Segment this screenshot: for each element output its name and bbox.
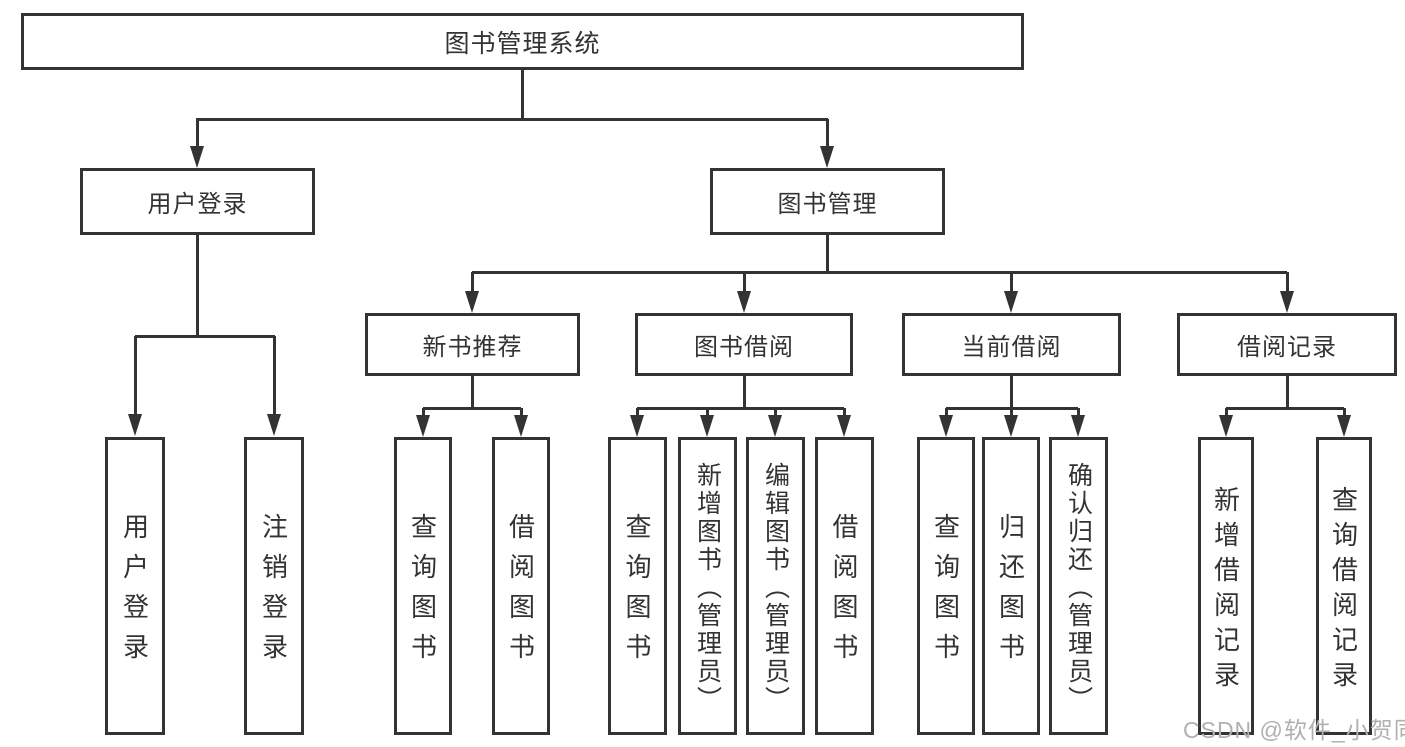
leaf-newbook-query: 查询图书 xyxy=(394,437,452,735)
connector-current-stem xyxy=(1010,376,1013,408)
arrow-down-icon xyxy=(630,415,644,437)
connector-root-to-login xyxy=(196,119,199,148)
connector-root-rail xyxy=(196,118,828,121)
leaf-newbook-borrow-label: 借阅图书 xyxy=(505,513,536,673)
connector-records-to-add xyxy=(1225,408,1228,416)
node-login-label: 用户登录 xyxy=(147,191,248,218)
leaf-user-login: 用户登录 xyxy=(105,437,165,735)
node-root-label: 图书管理系统 xyxy=(444,29,601,58)
arrow-down-icon xyxy=(1071,415,1085,437)
arrow-down-icon xyxy=(1004,415,1018,437)
leaf-records-add-label: 新增借阅记录 xyxy=(1210,485,1241,696)
arrow-down-icon xyxy=(465,291,479,313)
leaf-current-return-label: 归还图书 xyxy=(995,513,1026,673)
connector-borrow-to-borrowbook xyxy=(843,408,846,416)
arrow-down-icon xyxy=(514,415,528,437)
arrow-down-icon xyxy=(737,291,751,313)
connector-borrow-to-add xyxy=(706,408,709,416)
arrow-down-icon xyxy=(837,415,851,437)
leaf-records-add: 新增借阅记录 xyxy=(1198,437,1254,735)
node-newbook: 新书推荐 xyxy=(365,313,580,376)
arrow-down-icon xyxy=(416,415,430,437)
connector-borrow-stem xyxy=(743,376,746,408)
connector-manage-to-current xyxy=(1010,272,1013,292)
arrow-down-icon xyxy=(1280,291,1294,313)
connector-borrow-rail xyxy=(637,407,844,410)
arrow-down-icon xyxy=(1004,291,1018,313)
leaf-records-query: 查询借阅记录 xyxy=(1316,437,1372,735)
leaf-records-query-label: 查询借阅记录 xyxy=(1328,485,1359,696)
node-borrow-label: 图书借阅 xyxy=(694,334,794,361)
node-records-label: 借阅记录 xyxy=(1237,334,1337,361)
connector-newbook-stem xyxy=(471,376,474,408)
node-records: 借阅记录 xyxy=(1177,313,1397,376)
leaf-borrow-borrowbook: 借阅图书 xyxy=(815,437,874,735)
node-manage-label: 图书管理 xyxy=(777,191,878,218)
node-root: 图书管理系统 xyxy=(21,13,1024,70)
leaf-current-return: 归还图书 xyxy=(982,437,1040,735)
arrow-down-icon xyxy=(190,146,204,168)
node-current: 当前借阅 xyxy=(902,313,1121,376)
arrow-down-icon xyxy=(1219,415,1233,437)
connector-login-to-logout xyxy=(273,336,276,415)
connector-newbook-to-borrow xyxy=(520,408,523,416)
arrow-down-icon xyxy=(1337,415,1351,437)
node-current-label: 当前借阅 xyxy=(961,334,1062,361)
connector-manage-to-borrow xyxy=(743,272,746,292)
arrow-down-icon xyxy=(128,414,142,436)
node-newbook-label: 新书推荐 xyxy=(422,334,523,361)
connector-records-stem xyxy=(1286,376,1289,408)
leaf-borrow-add-label: 新增图书（管理员） xyxy=(693,461,722,714)
connector-manage-stem xyxy=(826,235,829,272)
leaf-user-login-label: 用户登录 xyxy=(119,513,150,673)
arrow-down-icon xyxy=(939,415,953,437)
connector-login-to-userlogin xyxy=(134,336,137,415)
connector-borrow-to-edit xyxy=(774,408,777,416)
connector-manage-to-records xyxy=(1286,272,1289,292)
connector-newbook-rail xyxy=(423,407,521,410)
leaf-borrow-edit: 编辑图书（管理员） xyxy=(746,437,805,735)
leaf-borrow-query-label: 查询图书 xyxy=(622,513,652,673)
leaf-newbook-borrow: 借阅图书 xyxy=(492,437,550,735)
leaf-current-confirm-label: 确认归还（管理员） xyxy=(1064,461,1093,714)
leaf-newbook-query-label: 查询图书 xyxy=(407,513,438,673)
connector-borrow-to-query xyxy=(636,408,639,416)
connector-current-to-confirm xyxy=(1077,408,1080,416)
connector-login-stem xyxy=(196,235,199,336)
connector-root-to-manage xyxy=(826,119,829,148)
leaf-current-query: 查询图书 xyxy=(917,437,975,735)
leaf-current-confirm: 确认归还（管理员） xyxy=(1049,437,1108,735)
connector-records-rail xyxy=(1226,407,1344,410)
connector-current-to-return xyxy=(1010,408,1013,416)
node-login: 用户登录 xyxy=(80,168,315,235)
leaf-current-query-label: 查询图书 xyxy=(930,513,961,673)
connector-newbook-to-query xyxy=(422,408,425,416)
node-borrow: 图书借阅 xyxy=(635,313,853,376)
connector-login-rail xyxy=(135,335,275,338)
arrow-down-icon xyxy=(820,146,834,168)
leaf-borrow-edit-label: 编辑图书（管理员） xyxy=(761,461,790,714)
leaf-borrow-query: 查询图书 xyxy=(608,437,667,735)
connector-manage-rail xyxy=(472,271,1287,274)
leaf-borrow-borrowbook-label: 借阅图书 xyxy=(829,513,859,673)
csdn-watermark: CSDN @软件_小贺同学 xyxy=(1183,717,1405,743)
connector-current-to-query xyxy=(945,408,948,416)
connector-root-stem xyxy=(521,70,524,119)
arrow-down-icon xyxy=(267,414,281,436)
arrow-down-icon xyxy=(768,415,782,437)
leaf-borrow-add: 新增图书（管理员） xyxy=(678,437,737,735)
leaf-logout: 注销登录 xyxy=(244,437,304,735)
arrow-down-icon xyxy=(700,415,714,437)
connector-manage-to-newbook xyxy=(471,272,474,292)
connector-records-to-query xyxy=(1343,408,1346,416)
leaf-logout-label: 注销登录 xyxy=(258,513,289,673)
node-manage: 图书管理 xyxy=(710,168,945,235)
